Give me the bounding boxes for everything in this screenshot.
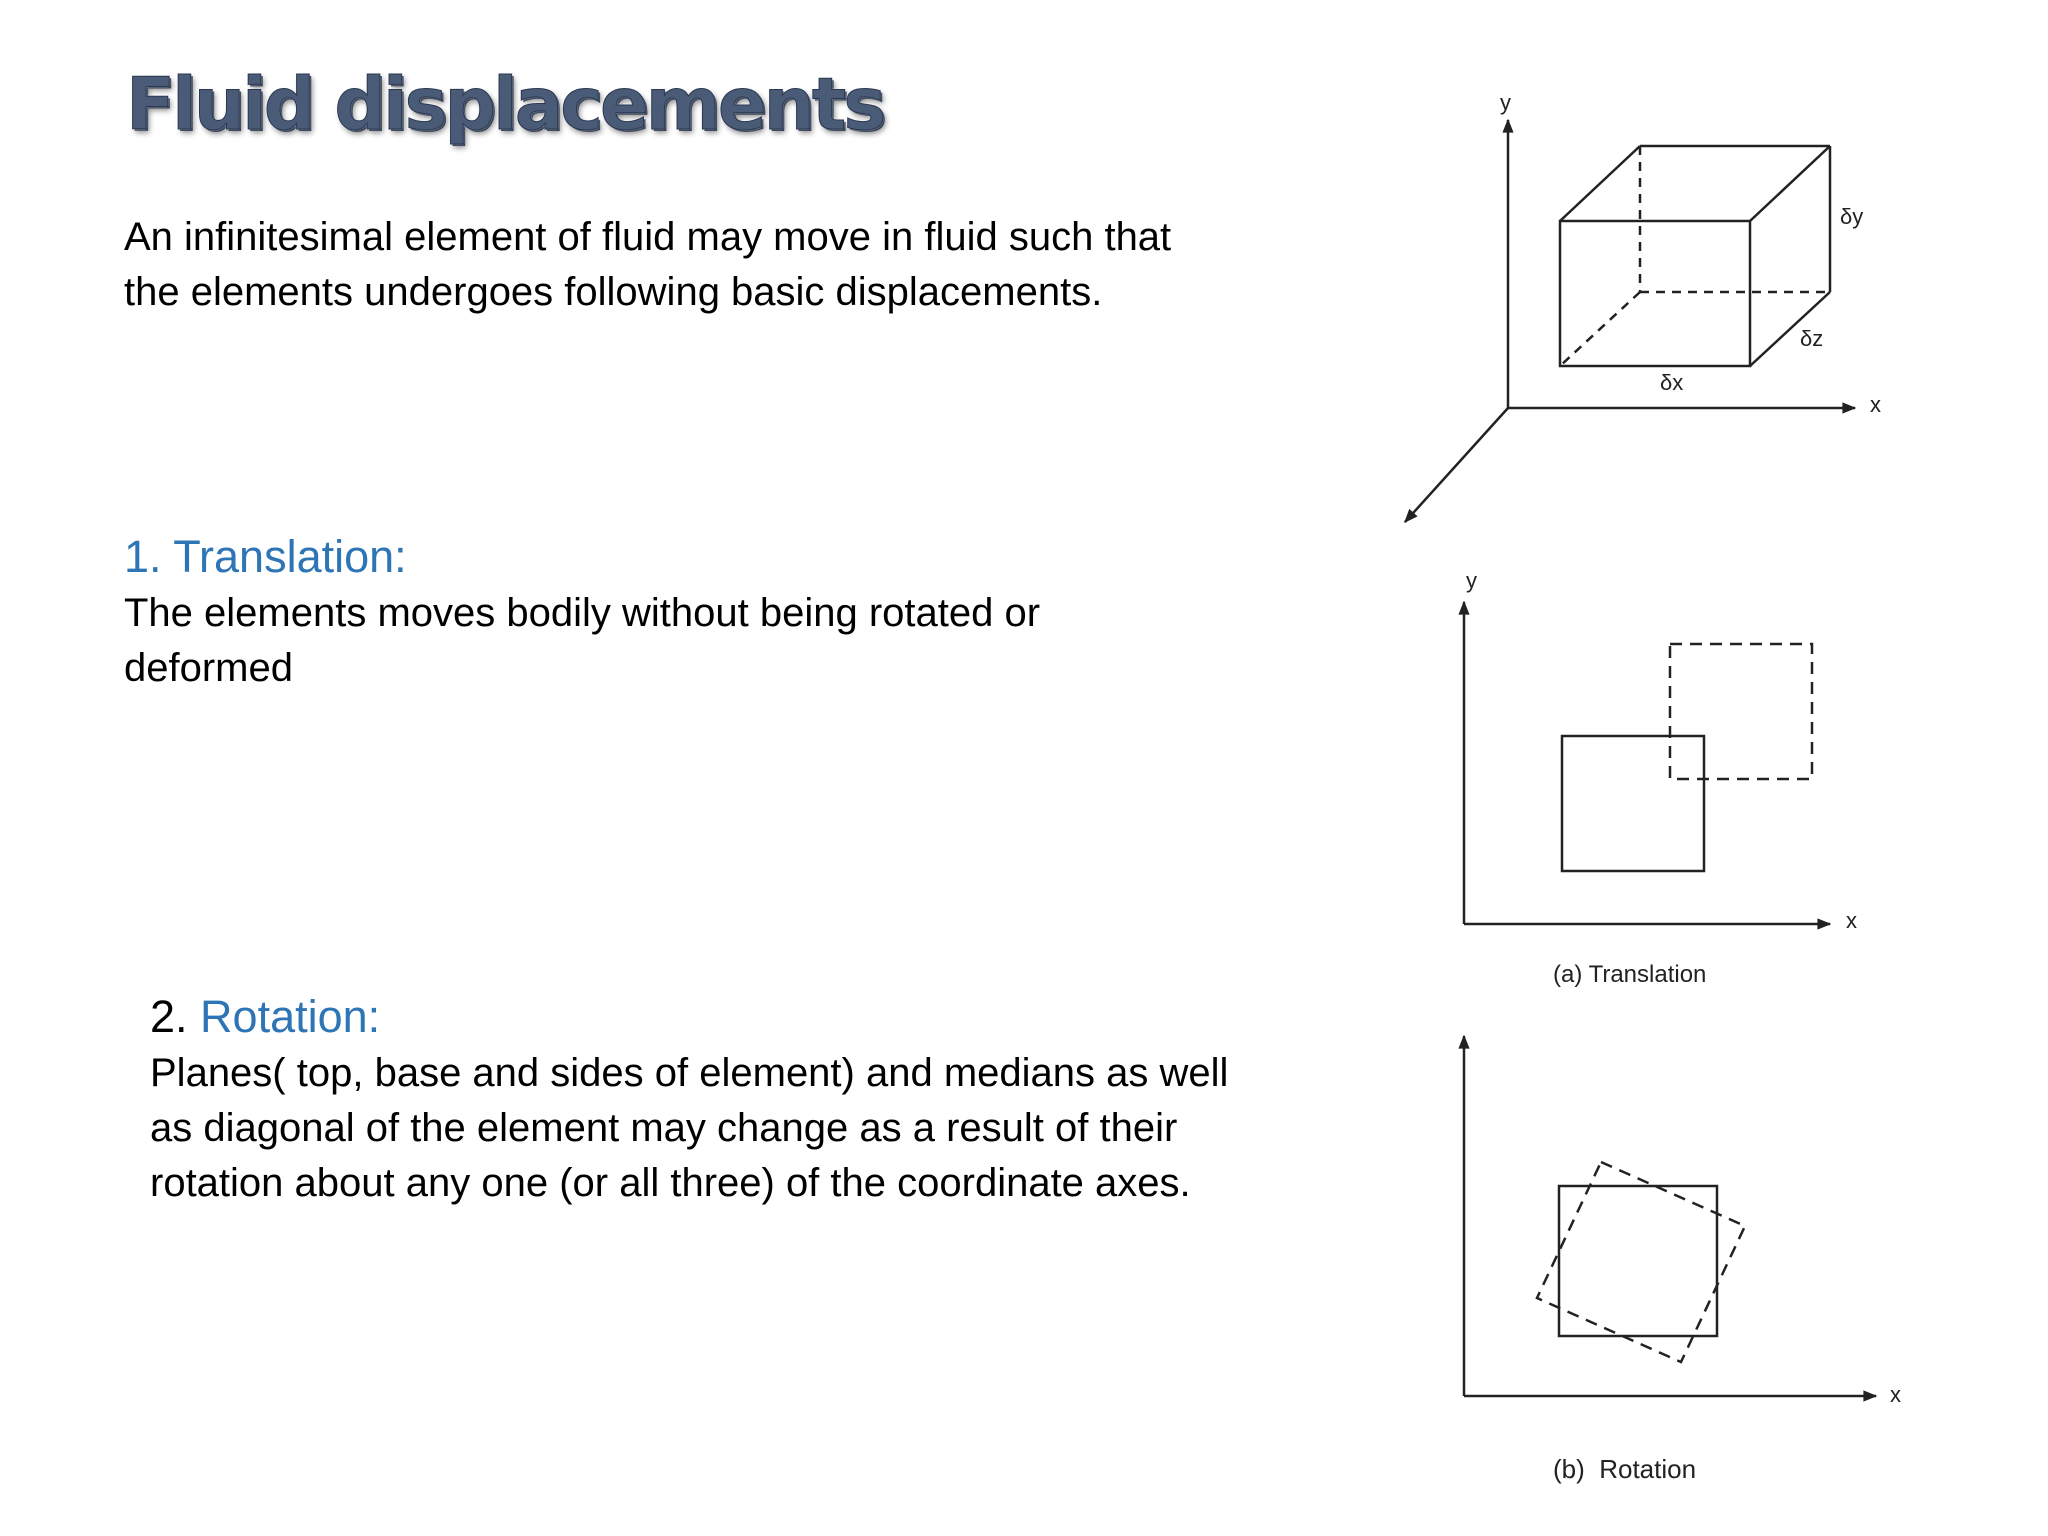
- cube-edge: [1749, 291, 1831, 367]
- cube-edge: [1749, 145, 1831, 222]
- figure-caption: (a) Translation: [1553, 961, 1706, 988]
- cube-edge: [1559, 145, 1641, 222]
- x-axis-label: x: [1870, 392, 1881, 417]
- slide-title: Fluid displacements: [125, 62, 886, 147]
- section-heading: 1. Translation:: [124, 528, 1204, 586]
- cube-hidden-edges: [1559, 146, 1830, 367]
- intro-paragraph: An infinitesimal element of fluid may mo…: [124, 215, 1172, 314]
- x-axis-label: x: [1846, 908, 1857, 933]
- y-axis-label: y: [1500, 90, 1511, 115]
- dx-label: δx: [1660, 370, 1683, 395]
- dz-label: δz: [1800, 326, 1823, 351]
- y-axis-label: y: [1466, 568, 1477, 593]
- translated-element: [1668, 642, 1814, 781]
- z-axis: [1404, 407, 1509, 524]
- rotated-element: [1535, 1160, 1747, 1364]
- section-name: Rotation:: [200, 991, 381, 1042]
- section-heading: 2. Rotation:: [150, 988, 1240, 1046]
- section-number: 2.: [150, 991, 201, 1042]
- section-name: Translation:: [173, 531, 407, 582]
- original-element: [1557, 1184, 1719, 1338]
- x-axis-label: x: [1890, 1382, 1901, 1407]
- original-element: [1560, 734, 1706, 873]
- figure-caption: (b) Rotation: [1553, 1454, 1696, 1484]
- dy-label: δy: [1840, 204, 1863, 229]
- element-cube-figure: [1404, 118, 1857, 524]
- rotation-figure: [1458, 1034, 1878, 1402]
- translation-figure: [1458, 600, 1832, 930]
- cube-front-face: [1558, 219, 1752, 368]
- section-description: Planes( top, base and sides of element) …: [150, 1051, 1229, 1205]
- section-rotation: 2. Rotation: Planes( top, base and sides…: [150, 988, 1240, 1211]
- section-number: 1.: [124, 531, 174, 582]
- section-translation: 1. Translation: The elements moves bodil…: [124, 528, 1204, 696]
- section-description: The elements moves bodily without being …: [124, 591, 1041, 690]
